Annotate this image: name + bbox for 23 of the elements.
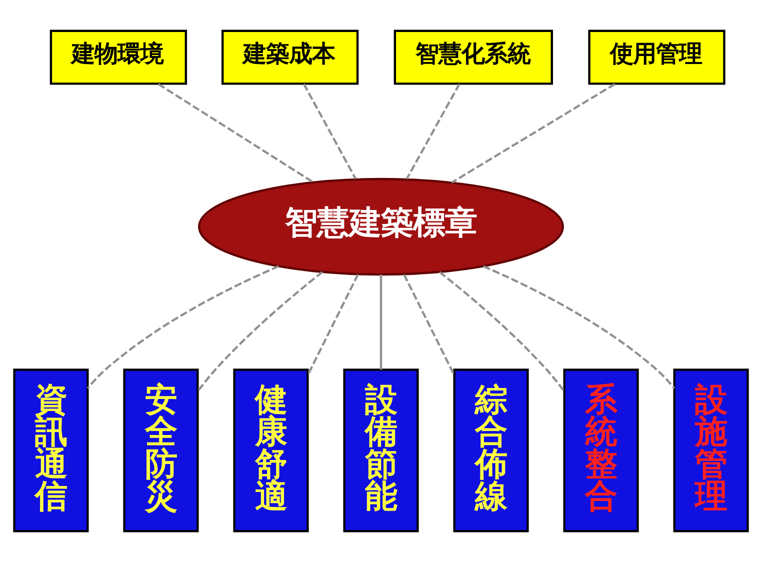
connector — [86, 264, 280, 389]
node-box: 系統整合 — [563, 368, 639, 532]
node-box: 安全防災 — [123, 368, 199, 532]
connector — [196, 270, 324, 392]
connector — [451, 82, 616, 183]
node-box: 設施管理 — [673, 368, 749, 532]
node-ellipse: 智慧建築標章 — [198, 177, 564, 276]
node-box: 綜合佈線 — [453, 368, 529, 532]
connector — [406, 82, 460, 179]
connector — [158, 82, 314, 183]
node-box: 建築成本 — [221, 29, 359, 84]
connector — [380, 274, 382, 370]
connector — [306, 274, 359, 376]
connector — [438, 270, 566, 392]
connector — [482, 264, 676, 389]
node-box: 建物環境 — [50, 29, 187, 84]
node-box: 智慧化系統 — [394, 29, 553, 84]
connector — [302, 83, 357, 179]
node-box: 健康舒適 — [233, 368, 309, 532]
node-box: 使用管理 — [588, 29, 726, 84]
connector — [403, 274, 456, 376]
node-box: 設備節能 — [343, 368, 419, 532]
node-box: 資訊通信 — [13, 368, 89, 532]
